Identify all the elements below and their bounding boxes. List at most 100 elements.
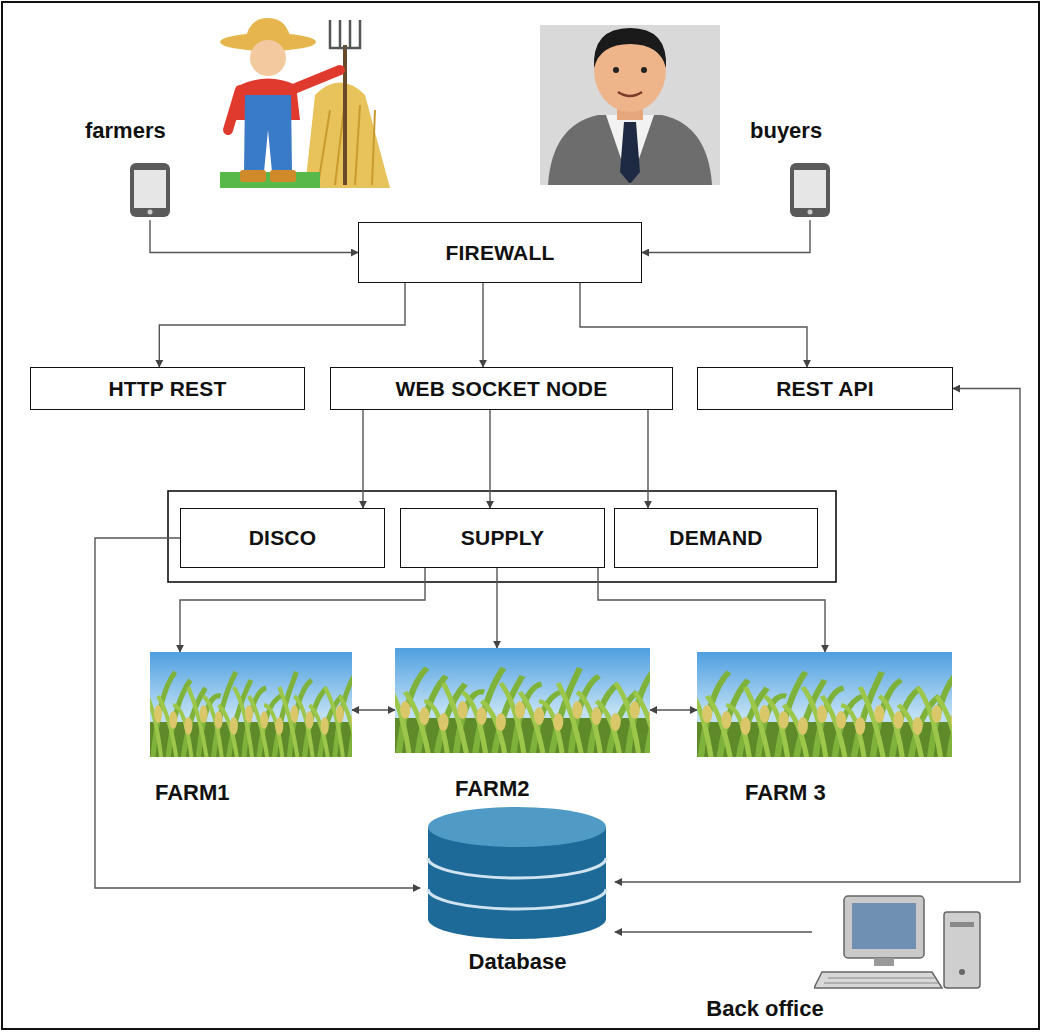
- connector-arrow: [598, 568, 825, 652]
- phone-icon-part: [130, 163, 170, 217]
- farm-picture-part: [697, 652, 952, 757]
- farm-picture-part: [836, 711, 846, 729]
- farm-picture-part: [260, 711, 268, 729]
- database-cylinder-part: [428, 807, 606, 847]
- connector-arrow: [615, 931, 812, 932]
- farm-picture: [395, 648, 650, 753]
- farm-picture-part: [740, 717, 750, 735]
- farm-picture-part: [610, 713, 620, 731]
- node-label: Back office: [680, 996, 850, 1022]
- node-label: Database: [420, 949, 615, 975]
- computer-icon-part: [844, 896, 924, 958]
- computer-icon-part: [814, 972, 942, 988]
- node-label: REST API: [776, 377, 874, 401]
- process-box: REST API: [697, 367, 953, 410]
- node-label: FIREWALL: [446, 241, 555, 265]
- node-label: DISCO: [249, 526, 317, 550]
- connector-arrow: [180, 568, 425, 652]
- farm-picture: [150, 652, 352, 757]
- node-picture: [127, 162, 173, 222]
- farm-picture-part: [199, 705, 207, 723]
- buyer-illustration-part: [594, 28, 666, 112]
- connector-arrow: [150, 220, 358, 253]
- connector-arrow: [642, 220, 810, 253]
- node-label: DEMAND: [669, 526, 762, 550]
- farm-picture-part: [150, 652, 352, 757]
- node-label: SUPPLY: [461, 526, 544, 550]
- module-box: DEMAND: [614, 508, 818, 568]
- connector-arrow: [95, 538, 420, 888]
- farmer-illustration-part: [240, 170, 266, 182]
- farm-picture-part: [591, 707, 601, 725]
- farmer-illustration-part: [270, 170, 296, 182]
- module-box: SUPPLY: [400, 508, 605, 568]
- farm-picture-part: [496, 713, 506, 731]
- farm-picture-part: [932, 705, 942, 723]
- farm-picture-part: [553, 713, 563, 731]
- phone-icon-part: [794, 170, 826, 208]
- buyer-illustration: [540, 25, 720, 185]
- phone-icon: [127, 162, 173, 218]
- phone-icon-part: [808, 210, 813, 215]
- phone-node: buyers: [750, 118, 875, 220]
- farm-picture-part: [340, 696, 352, 757]
- node-label: FARM2: [455, 776, 530, 802]
- farmer-illustration-part: [296, 70, 340, 88]
- node-picture: [787, 162, 833, 222]
- node-picture: [420, 805, 615, 947]
- computer-icon-part: [944, 912, 980, 988]
- phone-icon-part: [148, 210, 153, 215]
- farmer-illustration-part: [330, 20, 360, 48]
- farm-picture-part: [477, 707, 487, 725]
- farm-picture-part: [855, 717, 865, 735]
- connector-arrow: [362, 410, 363, 508]
- farm-picture-part: [702, 705, 712, 723]
- farm-picture-part: [438, 713, 448, 731]
- farm-picture-part: [721, 711, 731, 729]
- farm-picture-part: [817, 705, 827, 723]
- process-box: WEB SOCKET NODE: [330, 367, 673, 410]
- phone-icon: [787, 162, 833, 218]
- node-label: buyers: [750, 118, 822, 144]
- farm-picture-part: [630, 701, 640, 719]
- buyer-illustration-part: [548, 115, 712, 185]
- database-node: Database: [420, 805, 615, 977]
- farm-picture-part: [457, 701, 467, 719]
- connector-arrow: [580, 283, 807, 367]
- node-label: FARM 3: [745, 780, 826, 806]
- farm-picture-part: [400, 701, 410, 719]
- connector-arrow: [615, 389, 1020, 883]
- farmer-illustration-part: [343, 45, 347, 185]
- database-cylinder-part: [428, 858, 606, 878]
- connector-arrow: [650, 709, 697, 710]
- phone-icon-part: [790, 163, 830, 217]
- farm-picture-part: [759, 705, 769, 723]
- computer-icon-part: [824, 978, 938, 983]
- connector-arrow: [482, 283, 483, 367]
- farm-picture-part: [649, 707, 650, 725]
- connector-arrow: [647, 410, 648, 508]
- farm-picture-part: [351, 711, 352, 729]
- farm-picture-part: [534, 707, 544, 725]
- computer-icon-part: [852, 903, 916, 949]
- node-label: WEB SOCKET NODE: [396, 377, 608, 401]
- farm-picture-part: [779, 711, 789, 729]
- buyer-illustration-part: [613, 67, 619, 73]
- farmer-illustration: [220, 18, 390, 188]
- computer-icon: [814, 892, 986, 992]
- node-label: farmers: [85, 118, 166, 144]
- farm-picture-part: [230, 717, 238, 735]
- farm-picture-part: [154, 705, 162, 723]
- farm-picture-part: [798, 717, 808, 735]
- buyer-illustration-part: [620, 122, 640, 184]
- phone-node: farmers: [85, 118, 215, 220]
- farm-picture-part: [395, 648, 650, 753]
- farm-node: FARM 3: [697, 652, 952, 812]
- farm-picture-part: [874, 705, 884, 723]
- buyer-illustration-part: [641, 67, 647, 73]
- connector-arrow: [352, 709, 395, 710]
- farm-picture-part: [912, 717, 922, 735]
- buyer-illustration-part: [594, 28, 666, 68]
